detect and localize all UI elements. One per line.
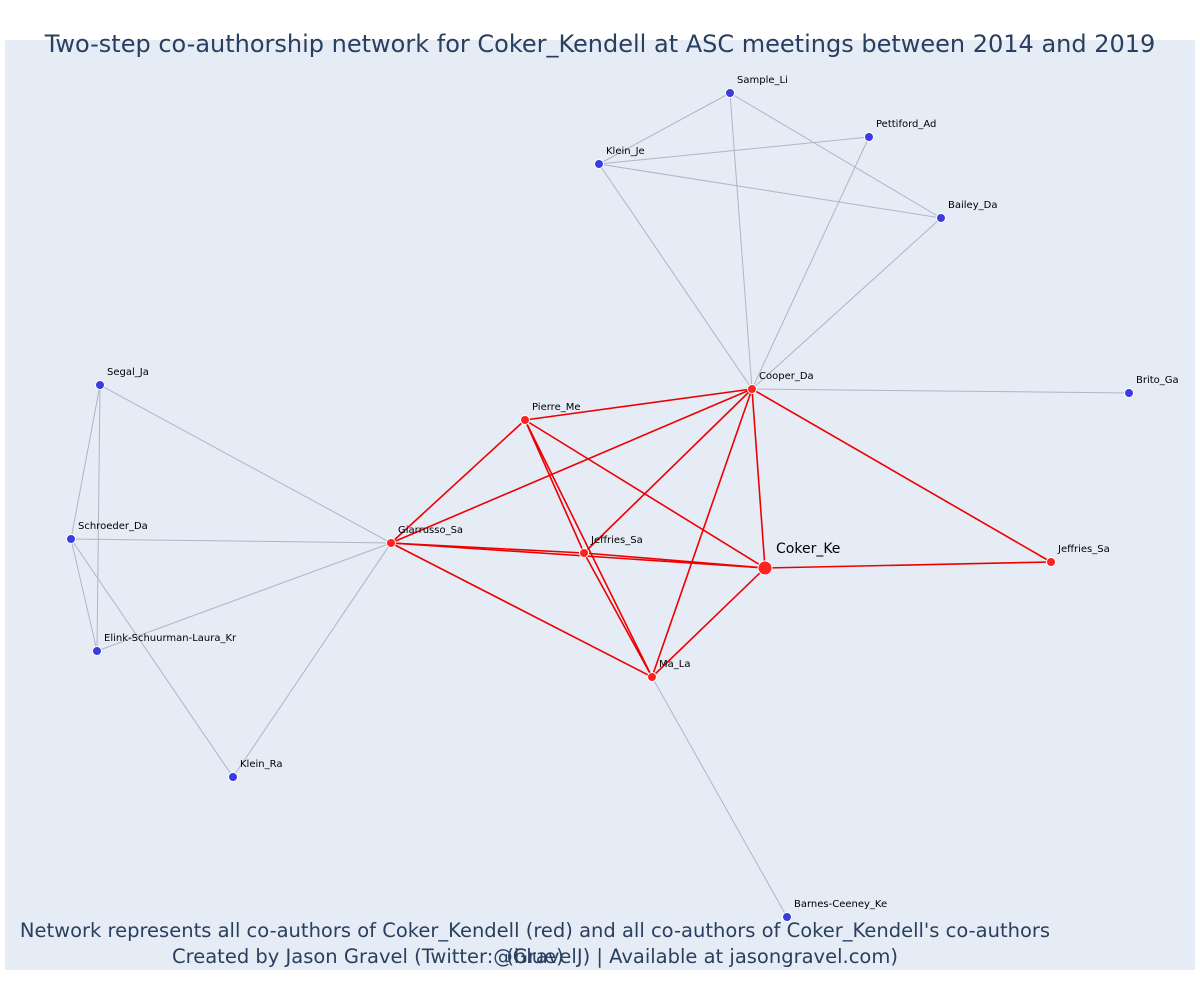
node-coker[interactable] <box>757 560 773 576</box>
node-kleinje[interactable] <box>594 159 604 169</box>
edge-giarrusso-ma <box>390 542 653 678</box>
node-barnes[interactable] <box>782 912 792 922</box>
node-label-bailey: Bailey_Da <box>948 200 997 211</box>
node-ma[interactable] <box>647 672 657 682</box>
node-sample[interactable] <box>725 88 735 98</box>
edge-jeffries1-ma <box>583 552 653 678</box>
edge-giarrusso-elink <box>96 542 392 652</box>
edge-pierre-jeffries1 <box>524 419 585 554</box>
edge-cooper-kleinje <box>598 163 753 390</box>
node-elink[interactable] <box>92 646 102 656</box>
node-kleinra[interactable] <box>228 772 238 782</box>
edge-cooper-jeffries1 <box>583 388 753 554</box>
edge-schroeder-elink <box>70 538 98 652</box>
node-label-elink: Elink-Schuurman-Laura_Kr <box>104 633 237 644</box>
node-label-pierre: Pierre_Me <box>532 402 581 413</box>
node-schroeder[interactable] <box>66 534 76 544</box>
edge-cooper-pettiford <box>751 136 870 390</box>
edge-cooper-pierre <box>524 388 753 421</box>
edge-segal-elink <box>96 384 101 652</box>
edge-coker-ma <box>651 567 766 678</box>
node-label-kleinje: Klein_Je <box>606 146 645 157</box>
node-label-pettiford: Pettiford_Ad <box>876 119 936 130</box>
node-label-schroeder: Schroeder_Da <box>78 521 148 532</box>
nodes-layer <box>66 88 1134 922</box>
edge-coker-jeffries1 <box>583 552 766 569</box>
edge-kleinje-bailey <box>598 163 942 219</box>
edge-giarrusso-schroeder <box>70 538 392 544</box>
node-label-segal: Segal_Ja <box>107 367 149 378</box>
edge-sample-kleinje <box>598 92 731 165</box>
node-label-jeffries1: Jeffries_Sa <box>590 535 643 546</box>
edge-giarrusso-jeffries1 <box>390 542 585 554</box>
node-label-brito: Brito_Ga <box>1136 375 1179 386</box>
footer-credit: Created by Jason Gravel (Twitter:@Gravel… <box>172 945 898 968</box>
gray-edges-layer <box>70 92 1130 918</box>
edge-ma-barnes <box>651 676 788 918</box>
node-label-cooper: Cooper_Da <box>759 371 814 382</box>
node-label-ma: Ma_La <box>659 659 690 670</box>
plot-background <box>5 40 1195 970</box>
node-label-kleinra: Klein_Ra <box>240 759 282 770</box>
node-pettiford[interactable] <box>864 132 874 142</box>
node-jeffries2[interactable] <box>1046 557 1056 567</box>
chart-title: Two-step co-authorship network for Coker… <box>44 30 1156 58</box>
edge-giarrusso-kleinra <box>232 542 392 778</box>
node-bailey[interactable] <box>936 213 946 223</box>
node-label-giarrusso: Giarrusso_Sa <box>398 525 463 536</box>
footer-caption: Network represents all co-authors of Cok… <box>19 919 1051 968</box>
edge-giarrusso-segal <box>99 384 392 544</box>
edge-cooper-giarrusso <box>390 388 753 544</box>
node-label-coker: Coker_Ke <box>776 541 840 557</box>
node-label-barnes: Barnes-Ceeney_Ke <box>794 899 887 910</box>
edge-coker-jeffries2 <box>764 561 1052 569</box>
edge-kleinje-pettiford <box>598 136 870 165</box>
node-label-sample: Sample_Li <box>737 75 788 86</box>
edge-cooper-jeffries2 <box>751 388 1052 563</box>
edge-pierre-giarrusso <box>390 419 526 544</box>
edge-coker-giarrusso <box>390 542 766 569</box>
node-segal[interactable] <box>95 380 105 390</box>
node-jeffries1[interactable] <box>579 548 589 558</box>
edge-coker-cooper <box>751 388 766 569</box>
node-cooper[interactable] <box>747 384 757 394</box>
node-giarrusso[interactable] <box>386 538 396 548</box>
red-edges-layer <box>390 388 1052 678</box>
node-label-jeffries2: Jeffries_Sa <box>1057 544 1110 555</box>
edge-sample-bailey <box>729 92 942 219</box>
edge-schroeder-kleinra <box>70 538 234 778</box>
node-pierre[interactable] <box>520 415 530 425</box>
edge-cooper-sample <box>729 92 753 390</box>
edge-cooper-brito <box>751 388 1130 394</box>
edge-segal-schroeder <box>70 384 101 540</box>
edge-cooper-bailey <box>751 217 942 390</box>
edge-cooper-ma <box>651 388 753 678</box>
labels-layer: Coker_Ke Cooper_DaPierre_MeGiarrusso_SaJe… <box>78 75 1179 910</box>
node-brito[interactable] <box>1124 388 1134 398</box>
edge-pierre-ma <box>524 419 653 678</box>
